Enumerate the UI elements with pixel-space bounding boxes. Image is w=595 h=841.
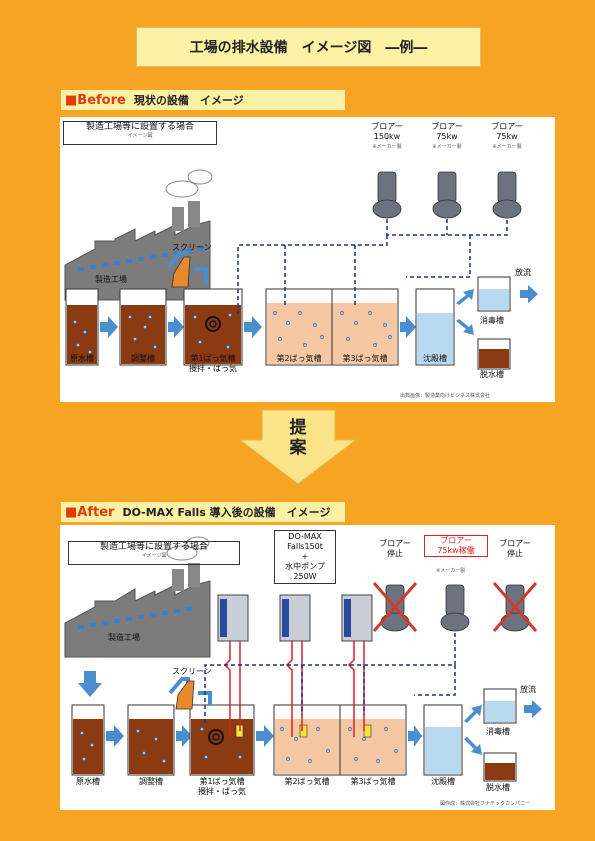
page-title: 工場の排水設備 イメージ図 ―例― xyxy=(136,27,481,67)
factory-icon xyxy=(64,536,211,658)
after-caption: 製造工場等に設置する場合 xyxy=(99,542,208,552)
tank-sludge xyxy=(477,338,511,370)
after-screen-label: スクリーン xyxy=(172,667,212,676)
after-label-text: DO-MAX Falls 導入後の設備 イメージ xyxy=(122,506,331,519)
after-tank-raw-label: 原水槽 xyxy=(76,777,100,786)
tank-settling xyxy=(415,288,455,366)
before-caption-box: 製造工場等に設置する場合 イメージ図 xyxy=(63,121,217,145)
proposal-label: 提案 xyxy=(289,418,307,458)
before-tank-raw-label: 原水槽 xyxy=(70,354,94,363)
after-disinfection-label: 消毒槽 xyxy=(486,727,510,736)
after-tank-settling-label: 沈殿槽 xyxy=(431,777,455,786)
before-label-text: 現状の設備 イメージ xyxy=(133,94,244,107)
after-factory-label: 製造工場 xyxy=(108,633,140,642)
after-tank-aer2-label: 第2ばっ気槽 xyxy=(284,777,330,786)
after-sludge-label: 脱水槽 xyxy=(486,783,510,792)
before-label-em: ■Before xyxy=(65,92,126,108)
after-blower-3-label: ブロアー停止 xyxy=(499,539,531,558)
tank-raw xyxy=(65,288,99,366)
tank-adjust xyxy=(119,288,167,366)
before-sludge-label: 脱水槽 xyxy=(480,370,504,379)
after-label-em: ■After xyxy=(65,504,115,520)
before-tank-aer3-label: 第3ばっ気槽 xyxy=(342,354,388,363)
after-tank-aer1-label: 第1ばっ気槽攪拌・ばっ気 xyxy=(198,777,246,796)
before-section-label: ■Before 現状の設備 イメージ xyxy=(61,90,345,110)
after-blower-2-note: ※メーカー製 xyxy=(436,568,466,574)
after-release-label: 放流 xyxy=(520,685,536,694)
domax-info-box: DO-MAX Falls150t + 水中ポンプ 250W xyxy=(274,530,336,584)
before-caption-sub: イメージ図 xyxy=(127,133,153,139)
after-caption-box: 製造工場等に設置する場合 イメージ図 xyxy=(68,541,240,565)
after-diagram-panel: 製造工場等に設置する場合 イメージ図 製造工場 スクリーン DO-MAX Fal… xyxy=(60,525,555,810)
blower-icons xyxy=(372,171,522,219)
tank-aeration-2-3 xyxy=(265,288,399,366)
stop-cross-marks xyxy=(372,582,538,632)
after-caption-sub: イメージ図 xyxy=(141,553,167,559)
before-release-label: 放流 xyxy=(515,268,531,277)
after-diagram-graphics xyxy=(64,536,542,782)
air-pipes xyxy=(237,219,508,315)
air-pipes xyxy=(204,633,456,725)
before-caption: 製造工場等に設置する場合 xyxy=(85,122,194,132)
before-tank-adjust-label: 調整槽 xyxy=(131,354,155,363)
blower-icons xyxy=(380,584,530,632)
screen-filter-icon xyxy=(171,256,191,288)
after-footnote: 図作成：株式会社フナテックカンパニー xyxy=(440,801,531,807)
tank-disinfection xyxy=(477,276,511,312)
before-disinfection-label: 消毒槽 xyxy=(480,316,504,325)
before-factory-label: 製造工場 xyxy=(95,275,127,284)
after-tank-adjust-label: 調整槽 xyxy=(139,777,163,786)
domax-units xyxy=(217,594,373,642)
after-blower-1-label: ブロアー停止 xyxy=(379,539,411,558)
after-section-label: ■After DO-MAX Falls 導入後の設備 イメージ xyxy=(61,502,345,522)
before-tank-settling-label: 沈殿槽 xyxy=(423,354,447,363)
after-tank-aer3-label: 第3ばっ気槽 xyxy=(350,777,396,786)
before-tank-aer2-label: 第2ばっ気槽 xyxy=(276,354,322,363)
before-screen-label: スクリーン xyxy=(172,243,212,252)
before-diagram-graphics xyxy=(64,169,538,370)
factory-icon xyxy=(64,169,213,301)
bubbles xyxy=(73,311,392,354)
before-footnote: 出典画像：製造業向けビジネス株式会社 xyxy=(400,393,491,399)
title-text: 工場の排水設備 イメージ図 ―例― xyxy=(189,40,428,56)
after-blower-2-label: ブロアー 75kw稼働 xyxy=(424,535,488,557)
before-tank-aer1-label: 第1ばっ気槽攪拌・ばっ気 xyxy=(189,354,237,373)
